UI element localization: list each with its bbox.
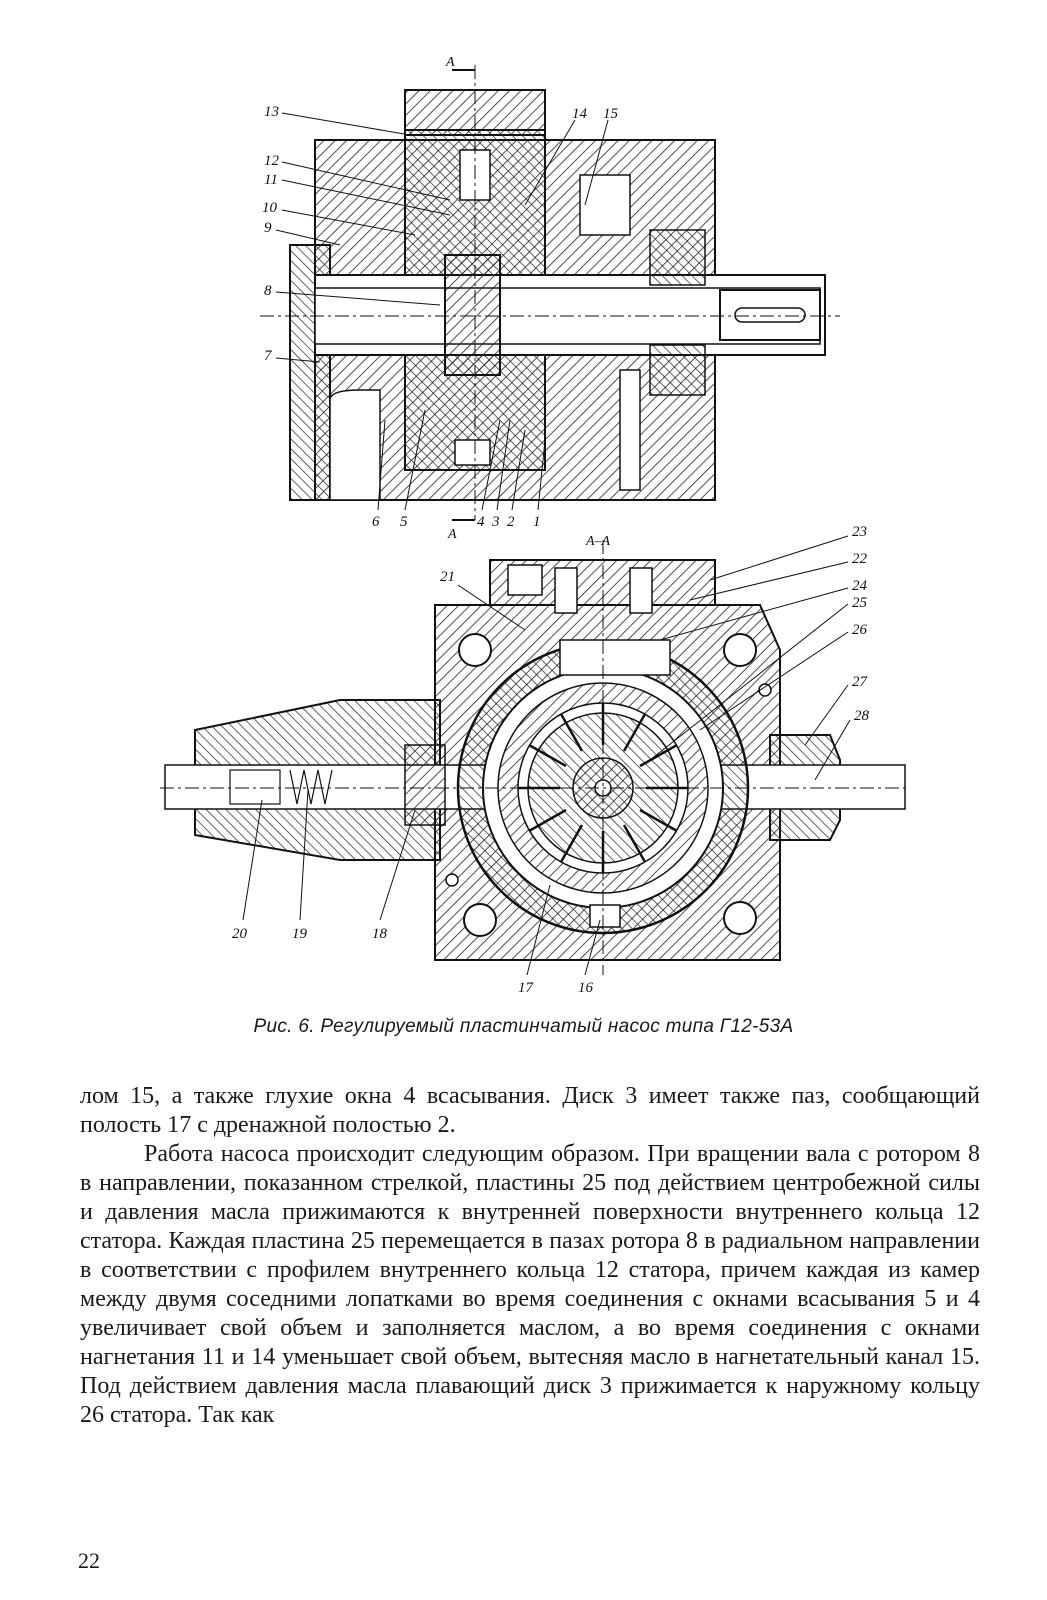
figure-caption: Рис. 6. Регулируемый пластинчатый насос … — [253, 1016, 794, 1037]
label-17: 17 — [518, 980, 535, 996]
bottom-view-leaders — [242, 535, 851, 976]
label-28: 28 — [854, 708, 870, 724]
label-19: 19 — [292, 926, 308, 942]
page-number: 22 — [78, 1548, 100, 1573]
label-14: 14 — [572, 106, 588, 122]
label-11: 11 — [264, 172, 278, 188]
label-6: 6 — [372, 514, 380, 530]
label-10: 10 — [262, 200, 278, 216]
label-9: 9 — [264, 220, 272, 236]
label-18: 18 — [372, 926, 388, 942]
label-25: 25 — [852, 595, 868, 611]
pump-drawing: А А А–А 13 12 11 10 9 8 7 14 15 6 5 4 3 … — [160, 55, 906, 996]
label-20: 20 — [232, 926, 248, 942]
label-13: 13 — [264, 104, 279, 120]
label-22: 22 — [852, 551, 868, 567]
label-27: 27 — [852, 674, 869, 690]
section-mark-bottom: А — [447, 527, 457, 542]
label-5: 5 — [400, 514, 408, 530]
label-26: 26 — [852, 622, 868, 638]
label-4: 4 — [477, 514, 485, 530]
label-15: 15 — [603, 106, 619, 122]
label-1: 1 — [533, 514, 541, 530]
label-7: 7 — [264, 348, 273, 364]
label-2: 2 — [507, 514, 515, 530]
label-23: 23 — [852, 524, 867, 540]
label-3: 3 — [491, 514, 500, 530]
section-mark-top: А — [445, 55, 455, 70]
longitudinal-section — [260, 65, 840, 521]
label-8: 8 — [264, 283, 272, 299]
paragraph: Работа насоса происходит следующим образ… — [80, 1141, 980, 1428]
label-16: 16 — [578, 980, 594, 996]
label-24: 24 — [852, 578, 868, 594]
label-21: 21 — [440, 569, 455, 585]
cross-section — [160, 540, 906, 975]
section-title: А–А — [585, 534, 611, 549]
body-text: лом 15, а также глухие окна 4 всасывания… — [80, 1082, 980, 1430]
top-view-leaders — [275, 112, 609, 511]
paragraph: лом 15, а также глухие окна 4 всасывания… — [80, 1083, 980, 1138]
label-12: 12 — [264, 153, 280, 169]
